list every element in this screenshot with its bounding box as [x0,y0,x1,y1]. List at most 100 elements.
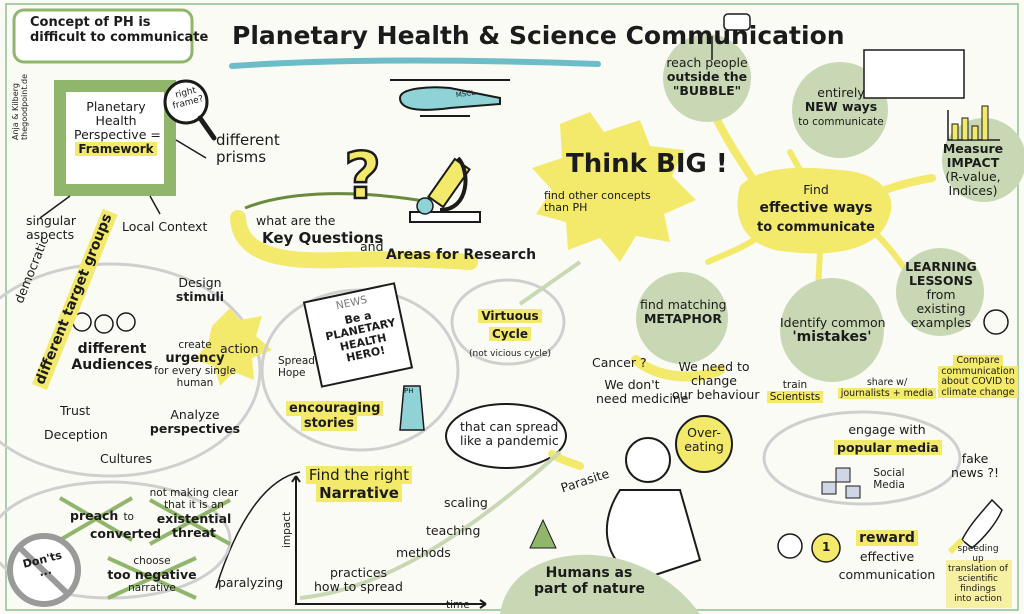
virtuous-line-3: (not vicious cycle) [469,348,551,359]
compare-text: Compare communication about COVID to cli… [938,355,1018,399]
find-ways-line-3: to communicate [757,219,875,235]
negative-line-3: narrative [128,581,176,594]
hero-icon [399,385,425,431]
preach-line-1: preach [70,508,119,523]
new-ways-text: entirely NEW ways to communicate [798,86,884,129]
bar-chart-icon [947,105,1000,141]
behaviour-line-2: change [690,373,737,388]
behaviour-line-3: our behaviour [672,387,760,402]
analyze-text: Analyze perspectives [148,408,242,436]
key-questions-pre: what are the [256,213,336,228]
mistakes-line-2: 'mistakes' [792,329,872,345]
prisms-line-1: different [216,131,280,149]
page-title: Planetary Health & Science Communication [232,21,845,50]
learning-line-5: examples [910,315,972,330]
metaphor-line-1: find matching [640,297,727,312]
train-text: train Scientists [766,379,824,404]
pandemic-line-1: that can spread [460,419,559,434]
bubble-line-3: "BUBBLE" [672,83,742,98]
new-ways-line-3: to communicate [798,116,884,128]
fake-news-line-1: fake [961,451,989,466]
groups-oval [0,262,262,478]
share-line-1: share w/ [866,377,908,388]
credit-name: Anja & Kilberg [11,83,20,140]
rocket-icon [947,498,1003,555]
framework-text: Planetary Health Perspective = Framework [74,99,161,156]
reward-line-2: effective [859,548,915,564]
urgency-line-2: urgency [165,350,225,366]
eating-person-icon [606,437,702,582]
narrative-text: Find the right Narrative [304,466,414,502]
design-line-2: stimuli [175,289,225,304]
virus-icon [983,309,1009,335]
virtuous-line-2: Cycle [489,326,531,341]
medicine-text: We don't need medicine [596,377,688,406]
spread-hope-line-1: Spread [278,355,315,367]
compare-line-4: climate change [938,386,1018,398]
helicopter-icon [390,79,510,117]
twitter-icon [845,485,861,499]
design-text: Design stimuli [164,276,236,304]
think-big-burst [532,112,696,262]
deception-label: Deception [44,427,108,442]
compare-line-1: Compare [953,355,1003,366]
behaviour-text: We need to change our behaviour [672,360,760,402]
audiences-line-2: Audiences [71,356,153,373]
engage-line-1: engage with [848,422,926,437]
key-and: and [360,239,384,254]
reward-person-icon [777,533,803,559]
framework-frame [54,80,176,196]
compare-line-2: communication [938,365,1018,377]
learning-text: LEARNING LESSONS from existing examples [898,260,984,330]
concept-text: Concept of PH is difficult to communicat… [30,15,208,45]
speech-flag-icon [723,13,751,31]
microscope-icon [409,156,481,223]
framework-line-2: Health [95,113,137,128]
share-line-2: journalists + media [837,387,937,399]
urgency-line-1: create [178,339,212,351]
engage-line-2: popular media [834,439,942,455]
donts-line-2: ... [37,563,53,580]
step-how-to-spread: how to spread [314,579,403,594]
axis-impact: impact [281,511,293,548]
measure-line-3: (R-value, [945,169,1001,184]
measure-text: Measure IMPACT (R-value, Indices) [932,142,1014,198]
share-text: share w/ journalists + media [836,377,938,399]
credit-site: thegoodpoint.de [19,73,29,140]
existential-line-4: threat [172,525,216,541]
mistakes-line-1: Identify common [780,315,886,330]
step-methods: methods [396,545,451,560]
framework-line-4: Framework [75,142,157,156]
virtuous-text: Virtuous Cycle (not vicious cycle) [464,306,556,360]
youtube-icon [821,481,837,495]
speeding-line-1: speeding [957,544,999,554]
medicine-line-1: We don't [604,377,660,392]
existential-line-1: not making clear [149,487,239,499]
new-ways-line-1: entirely [817,85,865,100]
hub-blob [737,167,892,254]
concept-line-1: Concept of PH is [30,15,151,30]
audiences-line-1: different [77,341,147,357]
whiteboard-icon [863,49,965,99]
learning-line-4: existing [916,301,966,316]
spread-hope-line-2: Hope [278,366,306,379]
new-ways-line-2: NEW ways [804,99,878,114]
medal-number: 1 [822,540,831,554]
framework-line-1: Planetary [86,99,146,114]
narrative-line-1: Find the right [305,466,413,484]
preach-text: preach to converted [70,506,161,542]
analyze-line-1: Analyze [170,407,220,422]
overeating-text: Over- eating [680,426,728,454]
fake-news-line-2: news ?! [951,465,999,480]
fake-news-text: fake news ?! [950,452,1000,480]
humans-line-1: Humans as [545,565,633,581]
social-media-text: Social Media [864,467,914,492]
train-line-1: train [782,379,808,391]
mistakes-text: Identify common 'mistakes' [780,315,886,346]
compare-line-3: about COVID to [938,376,1018,388]
learning-line-1: LEARNING [905,259,977,274]
metaphor-circle [636,272,728,364]
find-ways-line-2: effective ways [759,199,873,216]
question-mark-icon: ? [344,140,381,214]
social-line-2: Media [873,478,905,491]
